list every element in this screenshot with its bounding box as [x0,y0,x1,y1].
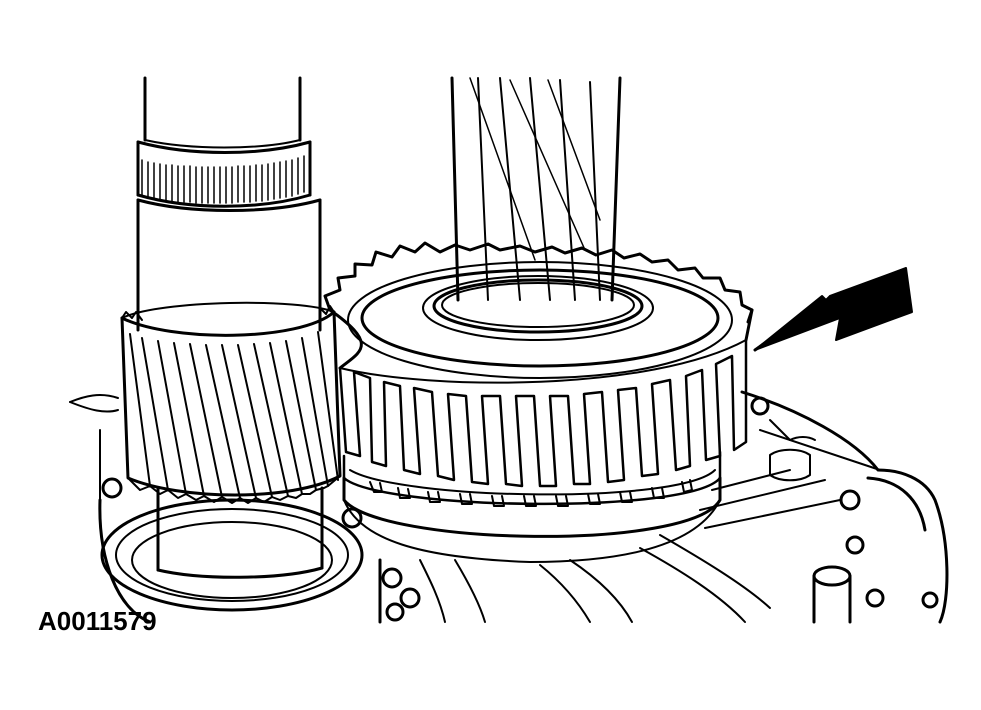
countershaft [136,76,324,579]
countershaft-helical-gear [120,301,342,504]
bearing-bore [100,498,364,612]
figure-id-label: A0011579 [38,606,157,636]
arrow-pointer-icon [753,267,913,352]
large-helical-gear [323,241,754,563]
mainshaft [450,76,622,302]
transmission-case [69,390,949,624]
